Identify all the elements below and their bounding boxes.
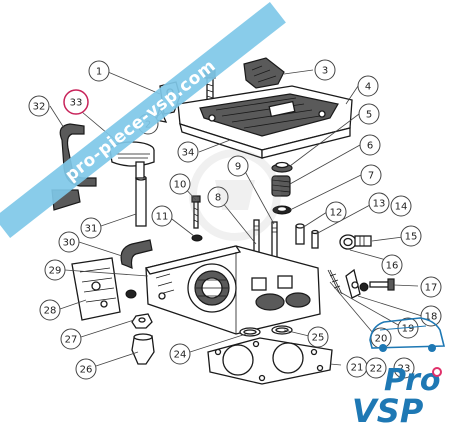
part-3-cap: [243, 57, 285, 89]
svg-text:16: 16: [386, 261, 399, 272]
svg-text:26: 26: [80, 365, 93, 376]
callout-27: 27: [60, 328, 82, 350]
car-silhouette-icon: [369, 317, 446, 352]
callout-12: 12: [325, 201, 347, 223]
svg-text:22: 22: [370, 364, 383, 375]
svg-text:14: 14: [395, 202, 408, 213]
part-27-nut: [131, 313, 153, 329]
callout-3: 3: [314, 59, 336, 81]
callout-29: 29: [44, 259, 66, 281]
part-11-nut: [191, 234, 203, 242]
svg-text:4: 4: [365, 82, 371, 93]
svg-text:8: 8: [215, 193, 221, 204]
svg-text:6: 6: [367, 141, 373, 152]
svg-text:19: 19: [402, 324, 415, 335]
part-28-bracket: [71, 257, 121, 321]
svg-text:34: 34: [182, 148, 195, 159]
callout-23: 23: [393, 357, 415, 379]
part-nut-28: [125, 289, 137, 299]
callout-31: 31: [80, 217, 102, 239]
part-31-pipe: [135, 175, 147, 227]
svg-text:25: 25: [312, 333, 325, 344]
svg-text:VSP: VSP: [352, 392, 424, 430]
part-25-head-gasket: [207, 337, 333, 385]
callout-25: 25: [307, 326, 329, 348]
callout-10: 10: [169, 173, 191, 195]
svg-text:Pro: Pro: [384, 363, 440, 398]
part-18-lever: [345, 268, 361, 299]
callout-22: 22: [365, 357, 387, 379]
leader-lines: [49, 69, 423, 367]
svg-text:24: 24: [174, 350, 187, 361]
svg-text:5: 5: [366, 110, 372, 121]
svg-text:7: 7: [368, 171, 374, 182]
callout-7: 7: [360, 164, 382, 186]
callout-34: 34: [177, 141, 199, 163]
callout-13: 13: [368, 192, 390, 214]
callout-14: 14: [390, 195, 412, 217]
callout-21: 21: [346, 356, 368, 378]
part-10-stud: [191, 195, 201, 229]
callout-33-highlighted: 33: [63, 89, 89, 115]
svg-text:13: 13: [373, 199, 386, 210]
callout-26: 26: [75, 358, 97, 380]
provsp-logo: Pro VSP: [352, 317, 446, 430]
callout-16: 16: [381, 254, 403, 276]
callout-9: 9: [227, 155, 249, 177]
svg-text:12: 12: [330, 208, 343, 219]
callout-30: 30: [58, 231, 80, 253]
callout-4: 4: [357, 75, 379, 97]
callout-11: 11: [151, 205, 173, 227]
part-26-plug-cap: [131, 333, 155, 365]
faint-watermark-icon: [189, 149, 281, 241]
svg-text:29: 29: [49, 266, 62, 277]
part-13-seal: [311, 229, 319, 249]
part-16-spring: [327, 269, 343, 295]
callout-32: 32: [28, 95, 50, 117]
svg-text:20: 20: [375, 334, 388, 345]
callout-5: 5: [358, 103, 380, 125]
svg-text:3: 3: [322, 66, 328, 77]
svg-text:23: 23: [398, 364, 411, 375]
part-5-retainer: [271, 161, 293, 173]
callout-17: 17: [420, 276, 442, 298]
callout-15: 15: [400, 225, 422, 247]
callout-28: 28: [39, 299, 61, 321]
part-30-hose: [120, 239, 153, 269]
callout-6: 6: [359, 134, 381, 156]
part-6-spring: [271, 175, 291, 197]
svg-text:11: 11: [156, 212, 169, 223]
svg-text:21: 21: [351, 363, 364, 374]
part-17-bolt: [369, 278, 395, 291]
part-29-cylinder-head: [144, 245, 321, 335]
svg-text:10: 10: [174, 180, 187, 191]
callout-8: 8: [207, 186, 229, 208]
part-nut-small: [359, 282, 369, 292]
svg-text:27: 27: [65, 335, 78, 346]
svg-text:9: 9: [235, 162, 241, 173]
svg-text:28: 28: [44, 306, 57, 317]
part-7-seat: [272, 205, 292, 215]
callout-24: 24: [169, 343, 191, 365]
svg-text:1: 1: [96, 67, 102, 78]
svg-text:15: 15: [405, 232, 418, 243]
svg-text:30: 30: [63, 238, 76, 249]
svg-text:31: 31: [85, 224, 98, 235]
svg-text:32: 32: [33, 102, 46, 113]
svg-text:17: 17: [425, 283, 438, 294]
part-4-valve-cover: [177, 85, 353, 159]
svg-text:33: 33: [70, 98, 83, 109]
part-15-fitting: [339, 234, 372, 250]
svg-text:18: 18: [425, 312, 438, 323]
part-12-guide: [295, 223, 305, 245]
callout-1: 1: [88, 60, 110, 82]
callout-18: 18: [420, 305, 442, 327]
